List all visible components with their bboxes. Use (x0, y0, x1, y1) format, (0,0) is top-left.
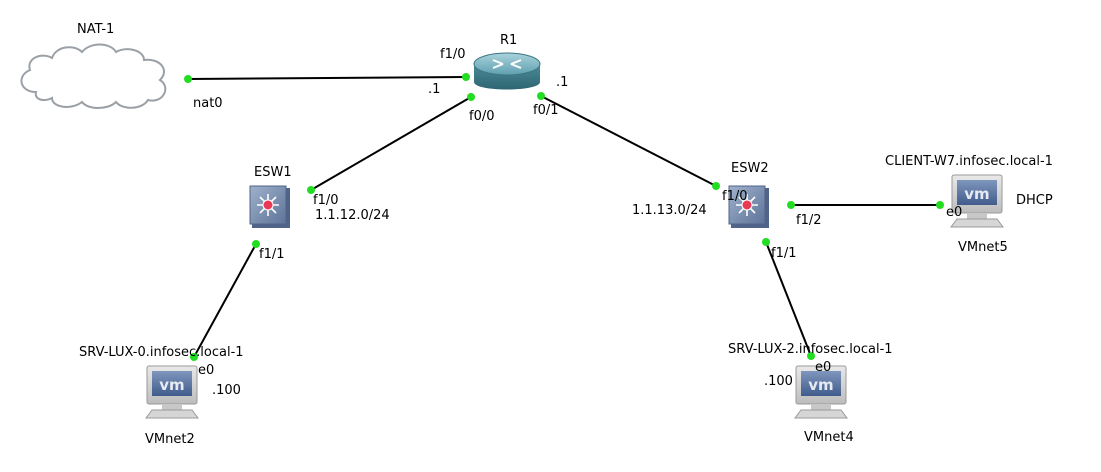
port-dot (807, 352, 815, 360)
port-dot (936, 201, 944, 209)
node-label-r1: R1 (500, 33, 518, 48)
port-label-nat0: nat0 (193, 96, 223, 111)
port-dot (712, 182, 720, 190)
vm-logo: vm (159, 376, 184, 394)
port-dot (252, 240, 260, 248)
link-r1-esw1[interactable] (310, 96, 472, 191)
port-dots (184, 73, 944, 361)
switch-icon-esw1[interactable] (249, 185, 290, 228)
vm-icon-srv2[interactable]: vm (794, 365, 848, 419)
net-label-srv0: VMnet2 (145, 432, 195, 447)
port-dot (762, 238, 770, 246)
net-label-srv2: VMnet4 (804, 430, 854, 445)
net-label-client: VMnet5 (958, 240, 1008, 255)
cloud-icon[interactable] (20, 43, 167, 109)
vm-icon-srv0[interactable]: vm (145, 365, 199, 419)
port-dot (467, 93, 475, 101)
port-label-esw1-f1-1: f1/1 (259, 247, 285, 262)
node-label-srv2: SRV-LUX-2.infosec.local-1 (728, 342, 893, 357)
port-dot (462, 73, 470, 81)
link-esw2-srv2[interactable] (765, 241, 812, 357)
port-label-srv0-e0: e0 (198, 363, 215, 378)
vm-logo: vm (964, 185, 989, 203)
port-dot (787, 201, 795, 209)
addr-label-r1-left: .1 (428, 82, 441, 97)
link-r1-esw2[interactable] (540, 95, 717, 187)
port-dot (190, 353, 198, 361)
addr-label-srv2: .100 (764, 374, 793, 389)
node-label-esw1: ESW1 (254, 165, 292, 180)
links (187, 76, 940, 358)
port-dot (307, 186, 315, 194)
node-label-client: CLIENT-W7.infosec.local-1 (885, 154, 1053, 169)
port-label-r1-f1-0: f1/0 (440, 47, 466, 62)
link-nat-r1[interactable] (187, 76, 467, 80)
addr-label-r1-right: .1 (556, 75, 569, 90)
port-label-esw2-f1-1: f1/1 (771, 246, 797, 261)
vm-logo: vm (808, 376, 833, 394)
vm-icon-client[interactable]: vm (950, 174, 1004, 228)
node-label-nat: NAT-1 (77, 22, 115, 37)
subnet-label-esw2: 1.1.13.0/24 (632, 203, 707, 218)
node-label-srv0: SRV-LUX-0.infosec.local-1 (79, 345, 244, 360)
addr-label-client: DHCP (1016, 193, 1053, 208)
port-label-esw1-f1-0: f1/0 (313, 193, 339, 208)
link-esw1-srv0[interactable] (193, 243, 257, 358)
subnet-label-esw1: 1.1.12.0/24 (315, 208, 390, 223)
addr-label-srv0: .100 (212, 383, 241, 398)
port-label-r1-f0-0: f0/0 (469, 109, 495, 124)
port-label-esw2-f1-0: f1/0 (722, 189, 748, 204)
port-dot (184, 75, 192, 83)
port-dot (537, 92, 545, 100)
port-label-esw2-f1-2: f1/2 (796, 213, 822, 228)
node-label-esw2: ESW2 (731, 161, 769, 176)
port-label-srv2-e0: e0 (815, 360, 832, 375)
switch-icon-esw2[interactable] (728, 185, 769, 228)
port-label-r1-f0-1: f0/1 (533, 103, 559, 118)
port-label-client-e0: e0 (946, 205, 963, 220)
router-icon[interactable] (473, 52, 541, 90)
